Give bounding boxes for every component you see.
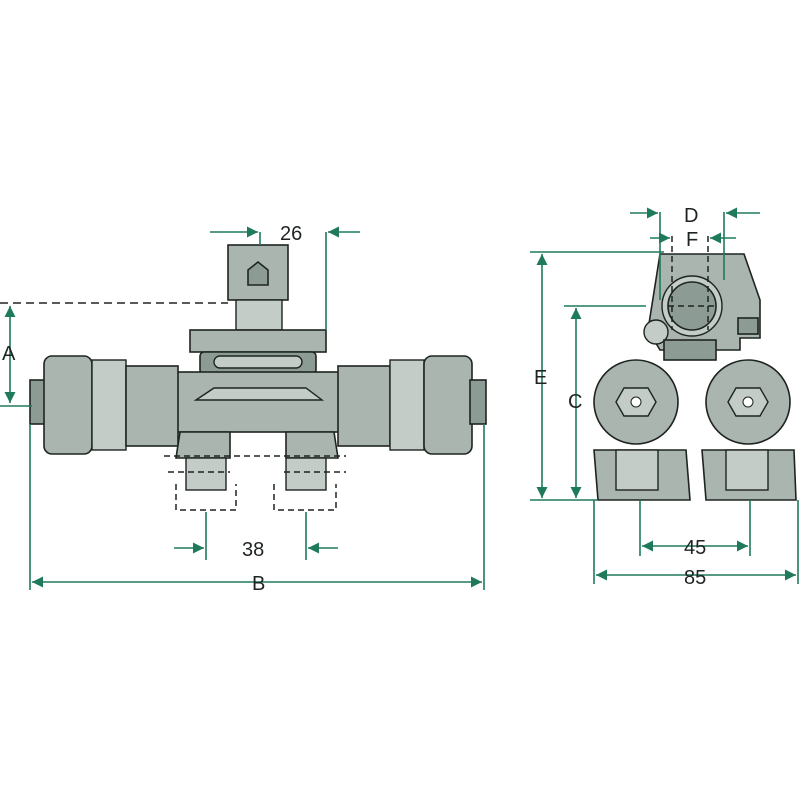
right-clamp-block — [725, 449, 769, 491]
body-cap — [193, 387, 325, 401]
dimension-45-label: 45 — [684, 537, 706, 559]
left-outlet-nozzle — [185, 457, 227, 491]
dimension-85-label: 85 — [684, 567, 706, 589]
mounting-plate — [189, 329, 327, 353]
dimension-38-label: 38 — [242, 539, 264, 561]
central-body — [175, 371, 341, 433]
slot — [213, 355, 303, 369]
left-outlet — [175, 431, 231, 459]
right-outlet-nozzle — [285, 457, 327, 491]
right-sleeve — [389, 359, 425, 451]
neck — [663, 339, 717, 361]
pivot — [643, 319, 669, 345]
dimension-d-label: D — [684, 205, 698, 227]
front-view: 26 A 38 B — [0, 223, 487, 595]
right-nut — [423, 355, 473, 455]
right-outlet — [285, 431, 339, 459]
left-coupling — [125, 365, 179, 447]
right-end-cap — [469, 379, 487, 425]
right-coupling — [337, 365, 391, 447]
side-nut — [737, 317, 759, 335]
left-sleeve — [91, 359, 127, 451]
dimension-b-label: B — [252, 573, 265, 595]
left-clamp-block — [615, 449, 659, 491]
dimension-f-label: F — [686, 229, 698, 251]
dimension-26-label: 26 — [280, 223, 302, 245]
dimension-e-label: E — [534, 367, 547, 389]
left-nut — [43, 355, 93, 455]
dimension-a-label: A — [2, 343, 16, 365]
valve-stem — [235, 299, 283, 331]
dimension-c-label: C — [568, 391, 582, 413]
side-view: D F E C 45 85 — [530, 205, 799, 589]
valve-nut — [247, 260, 269, 286]
